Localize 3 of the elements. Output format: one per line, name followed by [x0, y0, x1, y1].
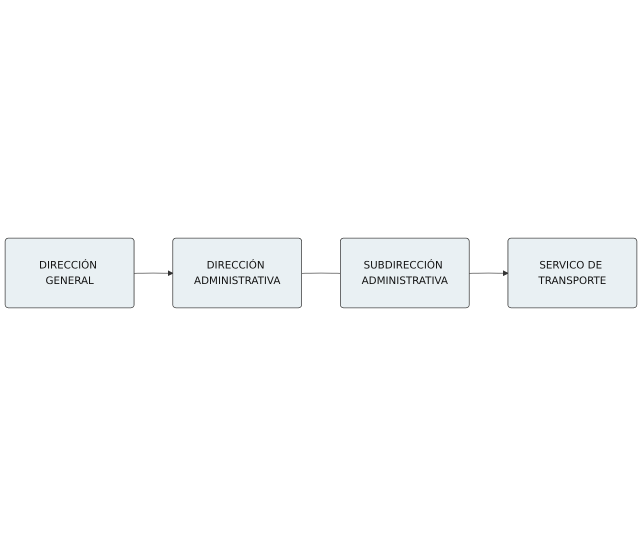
connector: [302, 272, 341, 274]
arrow: [134, 270, 174, 276]
arrow: [469, 270, 508, 276]
